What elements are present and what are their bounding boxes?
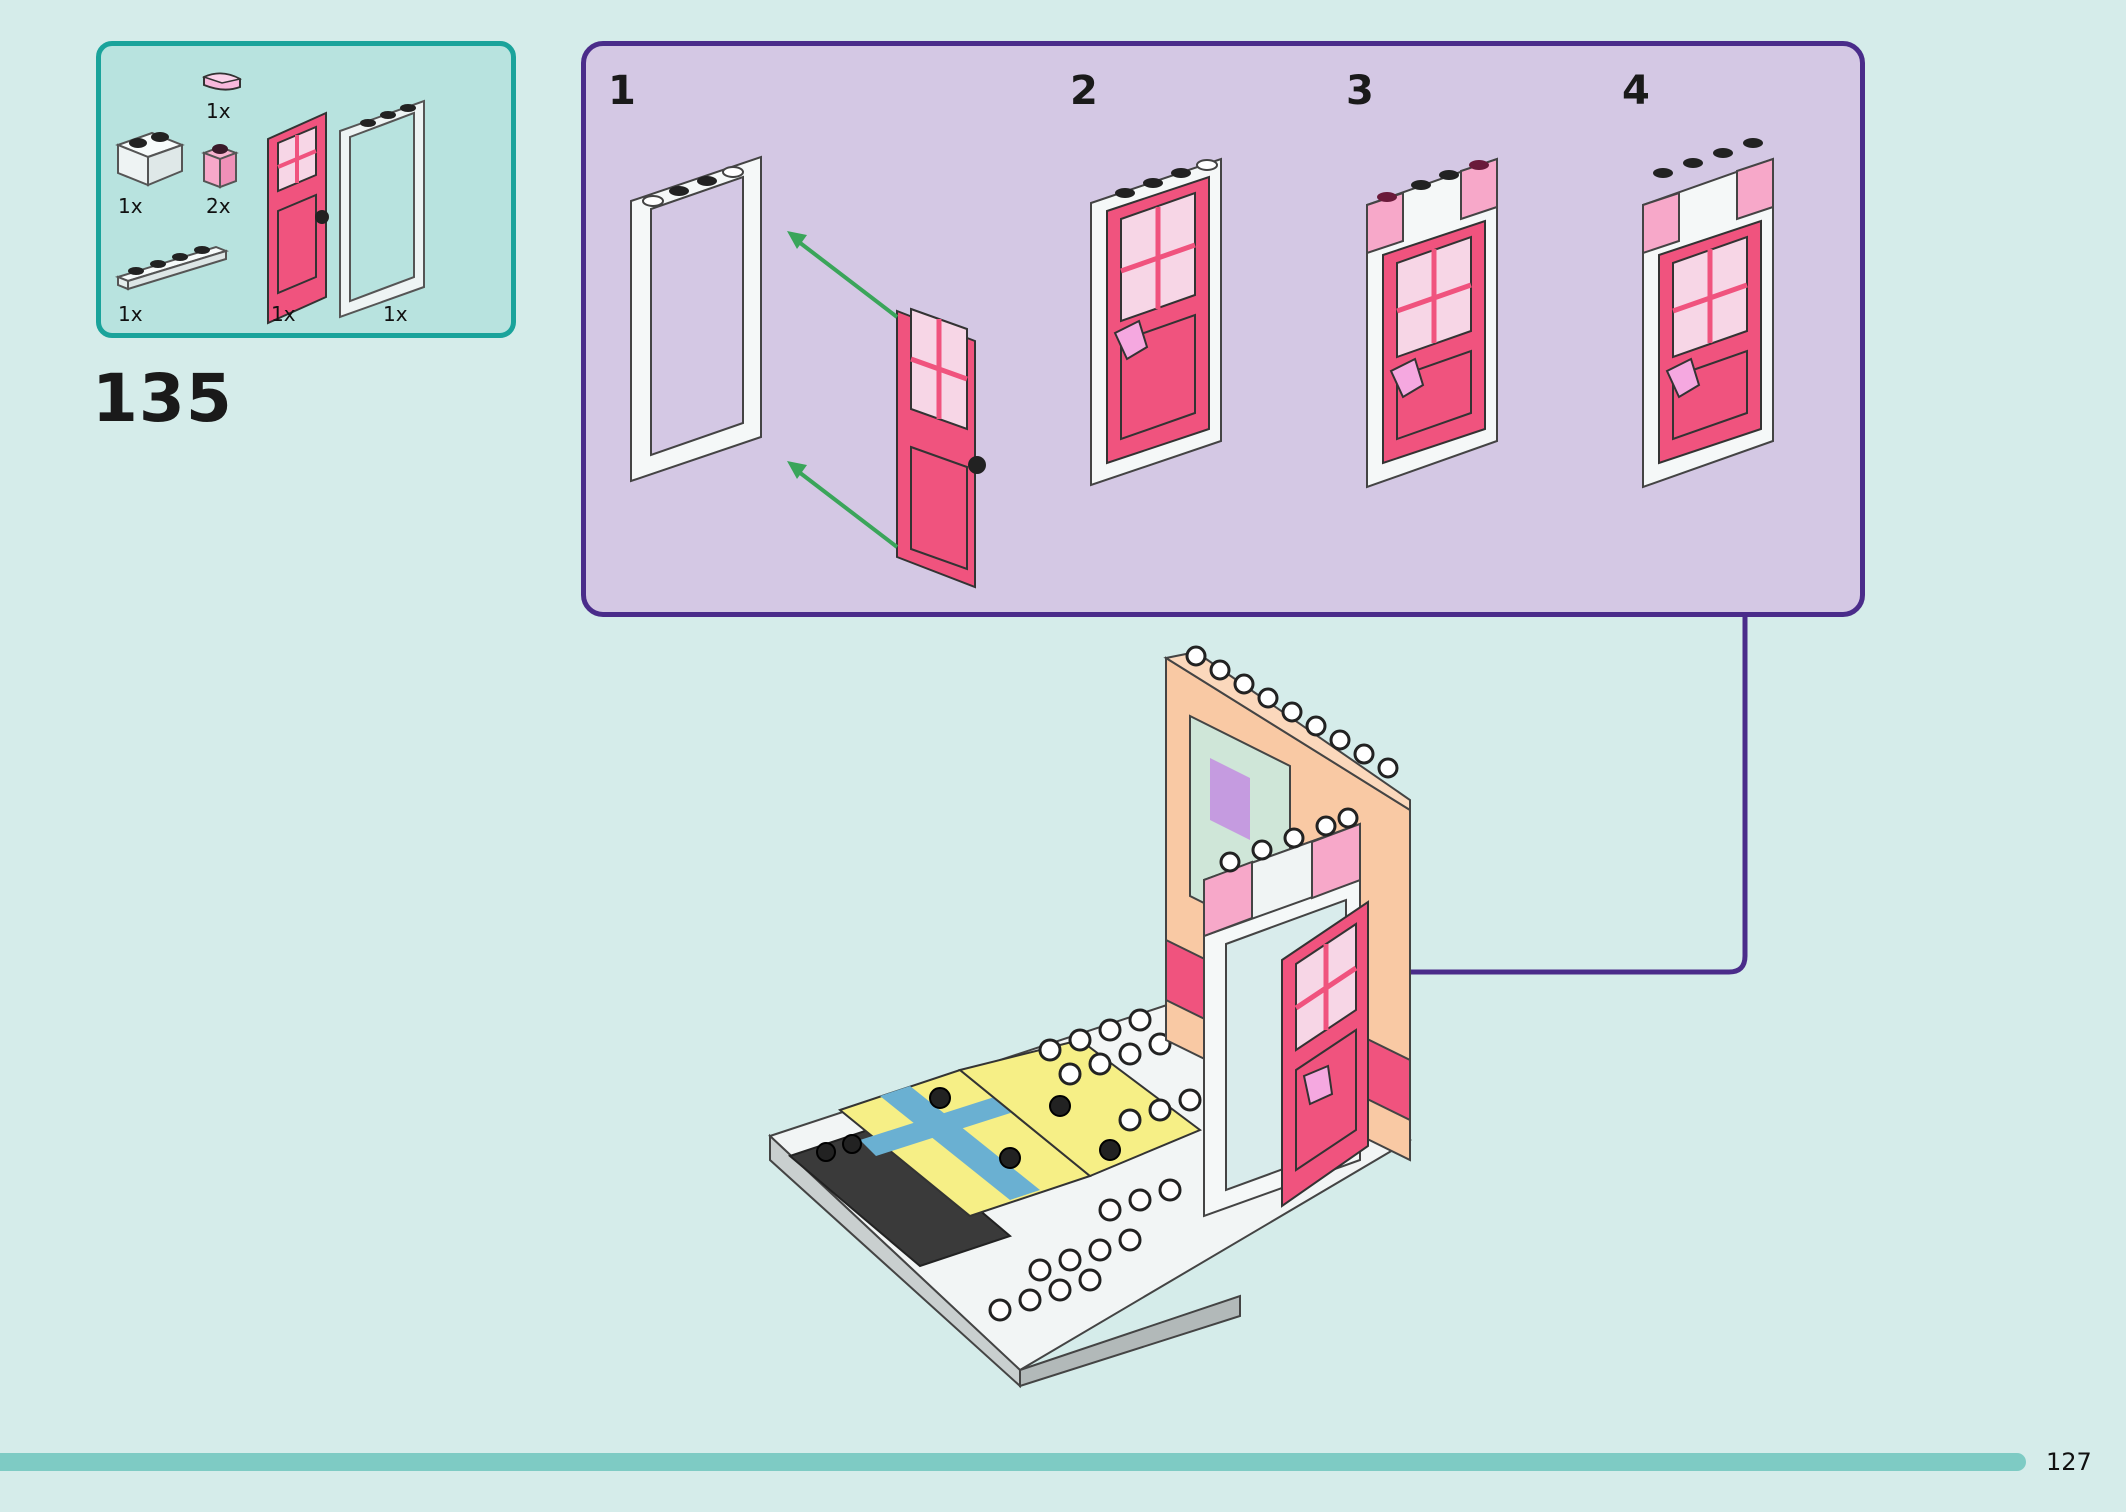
white-brick-icon [115, 131, 185, 187]
part-qty: 1x [271, 302, 296, 326]
page-progress-bar [0, 1453, 2026, 1471]
parts-illustration [114, 72, 425, 325]
parts-list-box: 1x 1x 2x 1x 1x 1x [96, 41, 516, 338]
trans-pink-brick-icon [201, 144, 239, 189]
black-studs [816, 1087, 1121, 1169]
studs [988, 1008, 1202, 1322]
white-frame-icon [339, 99, 425, 319]
sub-step-number: 2 [1070, 68, 1098, 114]
part-qty: 1x [383, 302, 408, 326]
sub-step-number: 4 [1622, 68, 1650, 114]
substep-4-assembly [1642, 138, 1774, 489]
arrow-green [787, 231, 899, 549]
sub-step-number: 1 [608, 68, 636, 114]
part-qty: 1x [118, 194, 143, 218]
part-qty: 1x [118, 302, 143, 326]
step-number: 135 [92, 360, 233, 437]
page-number: 127 [2046, 1448, 2092, 1476]
substep-3-assembly [1366, 157, 1498, 489]
pink-tile-quarter-icon [201, 72, 243, 91]
sub-steps-illustration [630, 138, 1774, 589]
main-model-illustration [768, 617, 1748, 1389]
part-qty: 2x [206, 194, 231, 218]
part-qty: 1x [206, 99, 231, 123]
callout-connector [1376, 617, 1748, 991]
white-plate-icon [114, 245, 230, 291]
pink-door-icon [267, 111, 329, 325]
sub-step-number: 3 [1346, 68, 1374, 114]
door-frame-assembly [1203, 807, 1369, 1218]
substep-1-door [896, 307, 986, 589]
substep-1-frame [630, 155, 762, 483]
base-plate [768, 1002, 1412, 1389]
sub-steps-panel: 1 2 3 4 [581, 41, 1865, 617]
substep-2-assembly [1090, 157, 1222, 487]
